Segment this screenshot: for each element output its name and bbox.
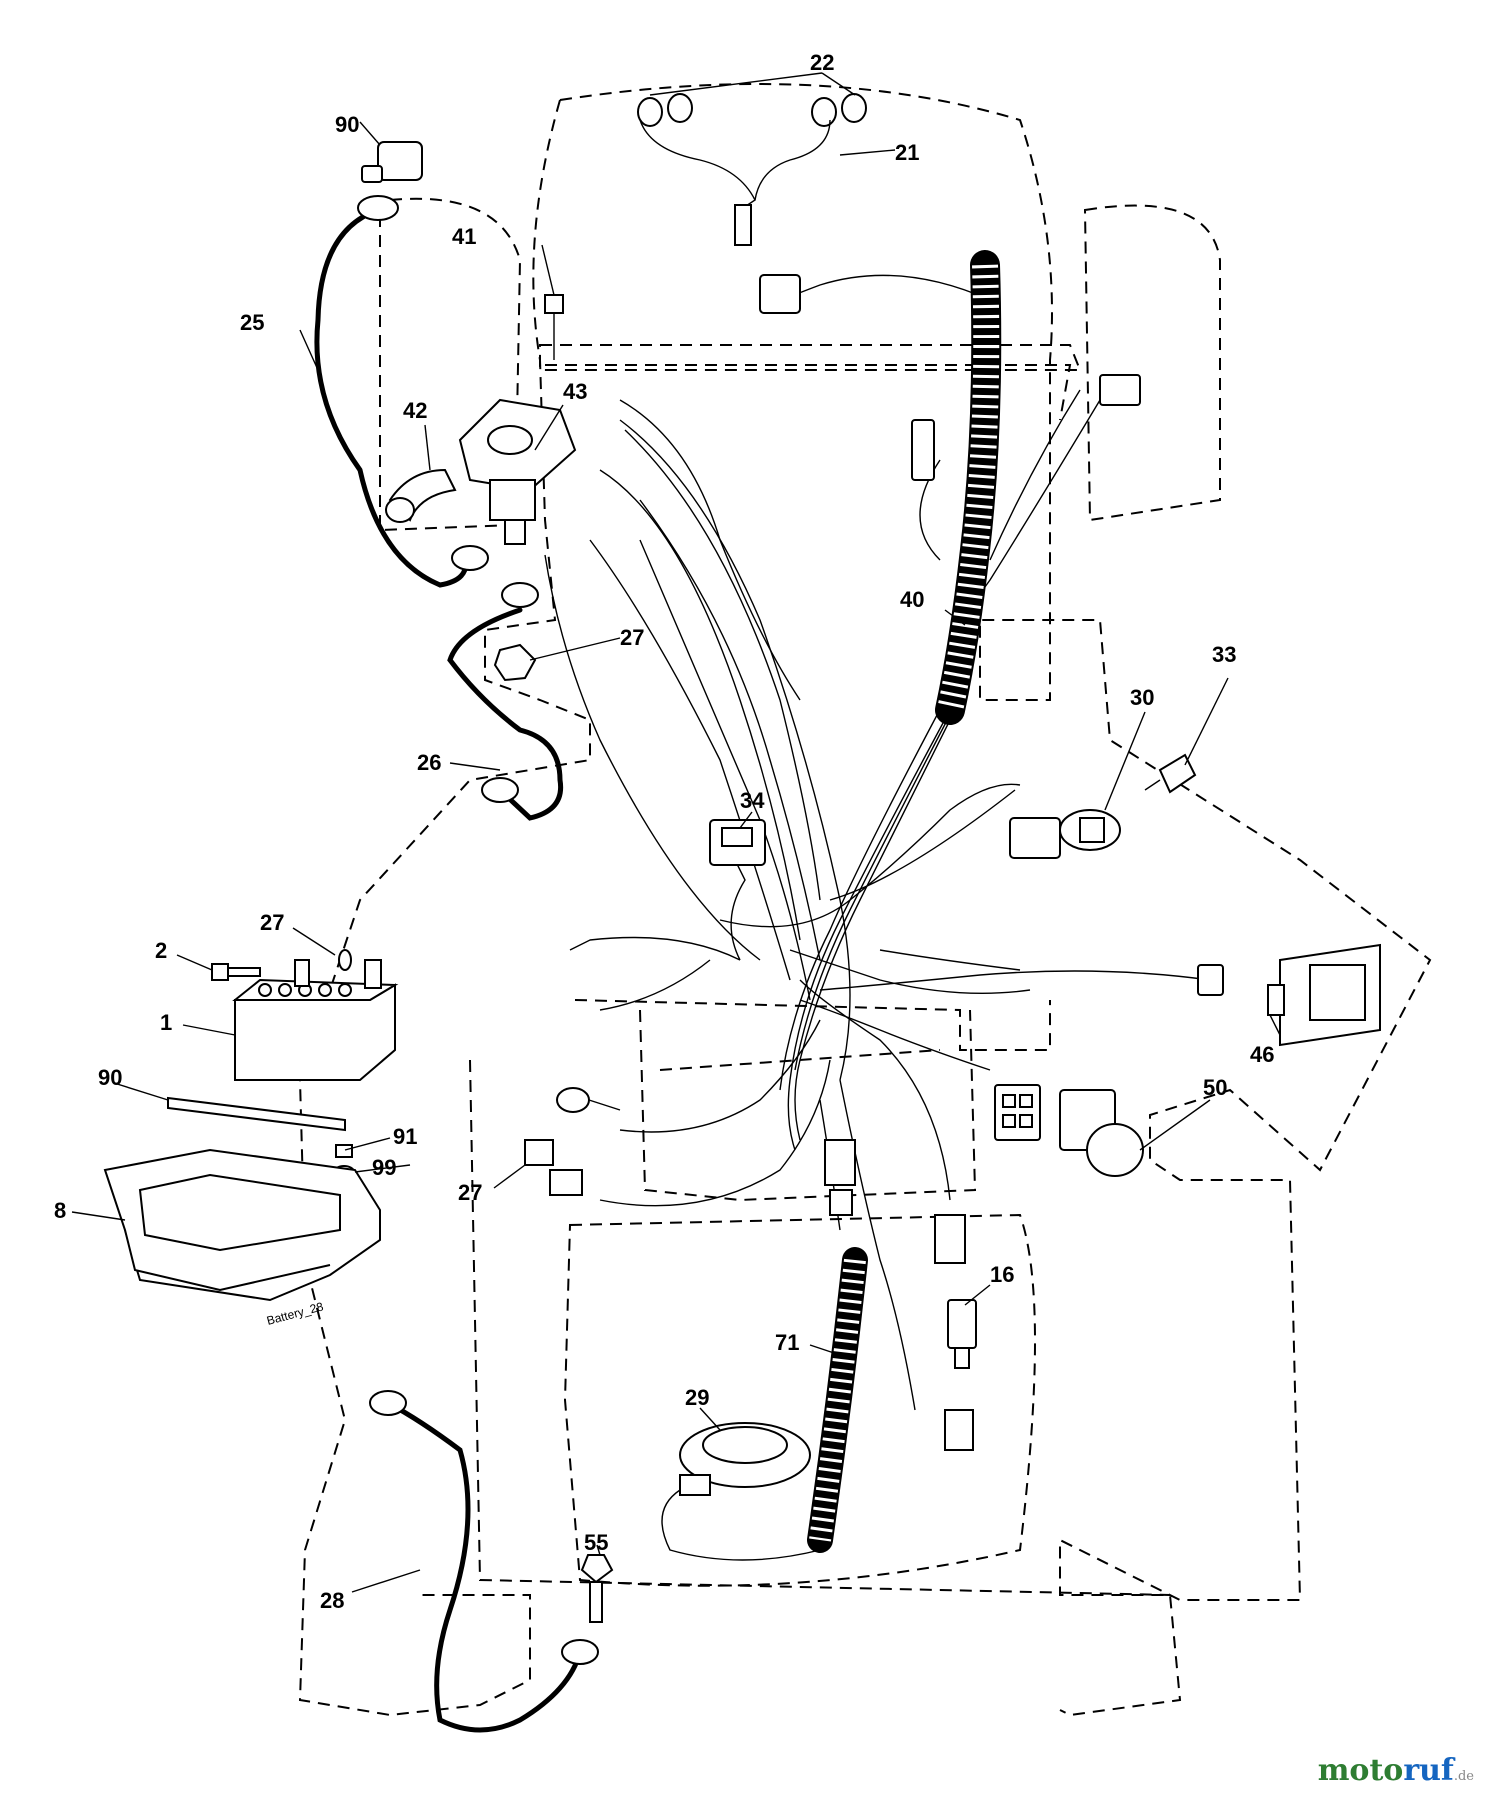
part-24-25-terminals <box>357 195 539 803</box>
callout-27-top: 27 <box>620 625 644 650</box>
callout-8: 8 <box>54 1198 66 1223</box>
callout-34: 34 <box>740 788 765 813</box>
part-connector-right-top <box>1099 374 1141 406</box>
callout-71: 71 <box>775 1330 799 1355</box>
callout-26: 27 <box>458 1180 482 1205</box>
part-91-strap <box>167 1096 346 1132</box>
part-connector-block <box>994 1084 1041 1141</box>
callout-100: 99 <box>372 1155 396 1180</box>
callout-99: 91 <box>393 1124 417 1149</box>
part-connector-bottom <box>944 1409 974 1451</box>
callout-42: 42 <box>403 398 427 423</box>
part-43-solenoid <box>458 398 577 545</box>
part-90-boot <box>361 141 423 183</box>
callout-labels: 90 25 41 42 43 27 26 22 21 40 34 30 33 4… <box>54 50 1274 1613</box>
watermark-suffix: ruf <box>1403 1753 1454 1788</box>
frame-outline <box>298 83 1432 1717</box>
part-2-bolt <box>211 963 261 981</box>
part-8-battery-tray <box>103 1148 381 1302</box>
callout-25: 26 <box>417 750 441 775</box>
part-30-switch <box>1059 809 1121 851</box>
part-connector-lower <box>824 1139 856 1216</box>
part-connector-top <box>759 274 801 314</box>
part-connector-right <box>1197 964 1224 996</box>
callout-50: 50 <box>1203 1075 1227 1100</box>
part-26-fuse <box>524 1139 583 1196</box>
part-ring-terminal <box>556 1087 621 1113</box>
part-connector-center <box>934 1214 966 1264</box>
callout-46: 46 <box>1250 1042 1274 1067</box>
callout-29: 29 <box>685 1385 709 1410</box>
callout-33: 33 <box>1212 642 1236 667</box>
watermark: motoruf.de <box>1318 1753 1474 1788</box>
callout-91: 90 <box>98 1065 122 1090</box>
callout-41: 41 <box>452 224 476 249</box>
part-27-washer <box>338 949 352 971</box>
leader-lines <box>71 72 1281 1593</box>
callout-55: 55 <box>584 1530 608 1555</box>
callout-27-battery: 27 <box>260 910 284 935</box>
part-22-bulb-left <box>637 93 693 127</box>
part-42-cap <box>385 468 457 523</box>
part-29-button <box>661 1422 821 1561</box>
part-22-bulb-right <box>811 93 867 127</box>
callout-16: 16 <box>990 1262 1014 1287</box>
part-1-battery <box>232 959 399 1081</box>
main-conduit <box>807 250 1002 1553</box>
part-50-pto-switch <box>1059 1089 1144 1177</box>
part-41-bolt <box>544 294 564 360</box>
part-21-light-harness <box>639 119 831 246</box>
callout-90: 90 <box>335 112 359 137</box>
part-34-switch <box>709 819 766 866</box>
part-connector-mid <box>911 419 935 481</box>
callout-22: 22 <box>810 50 834 75</box>
part-27-nut <box>493 643 537 682</box>
part-16-switch <box>947 1299 977 1369</box>
part-28-terminal <box>369 1390 599 1665</box>
callout-28: 28 <box>320 1588 344 1613</box>
callout-43: 43 <box>563 379 587 404</box>
callout-1: 1 <box>160 1010 172 1035</box>
callout-30: 30 <box>1130 685 1154 710</box>
part-46-switch-panel <box>1267 943 1381 1047</box>
part-connector-30 <box>1009 817 1061 859</box>
callout-40: 40 <box>900 587 924 612</box>
part-55-bolt <box>580 1554 614 1623</box>
callout-24: 25 <box>240 310 264 335</box>
callout-2: 2 <box>155 938 167 963</box>
part-99-bolt <box>335 1144 353 1158</box>
part-33-key <box>1144 753 1197 794</box>
callout-21: 21 <box>895 140 919 165</box>
watermark-tld: .de <box>1453 1769 1474 1784</box>
battery-tray-label: Battery_28 <box>265 1299 325 1328</box>
watermark-prefix: moto <box>1317 1753 1404 1788</box>
battery-cables <box>314 207 583 1733</box>
